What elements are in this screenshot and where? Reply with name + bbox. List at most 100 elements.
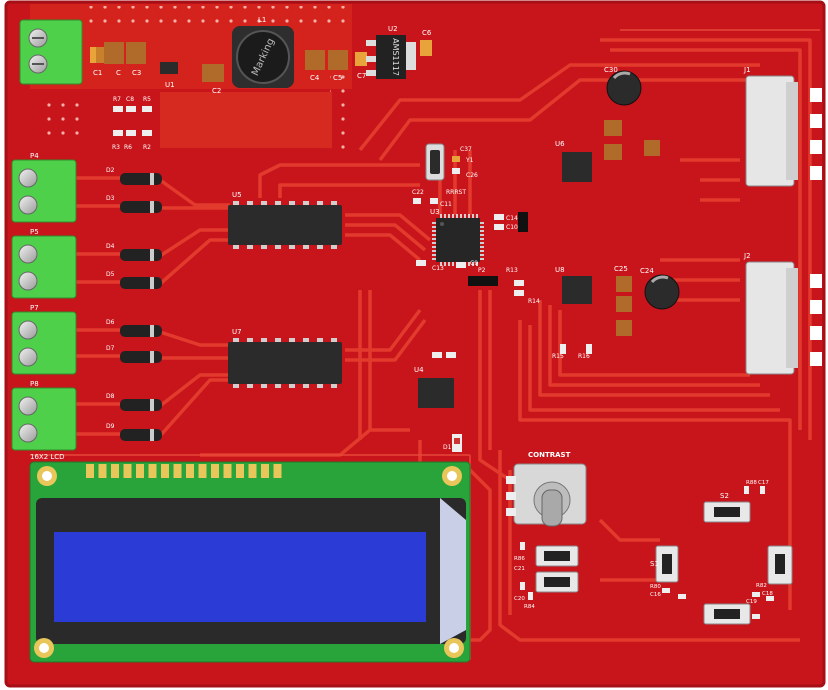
ic-pin [456,214,458,218]
ic-pin [440,214,442,218]
ic-pin [247,338,253,342]
ic-pin [317,338,323,342]
c-label: C [116,69,121,77]
ic-pin [432,254,436,256]
d1-label: D1 [443,444,452,451]
c10-label: C10 [506,224,518,231]
s1-label: S1 [650,560,659,568]
lcd-pin [198,464,207,478]
l1-label: L1 [258,16,266,24]
lcd-pin [236,464,244,478]
y1-label: Y1 [465,157,474,164]
r14-label: R14 [528,298,540,305]
r86-label: R86 [514,556,525,562]
u4-label: U4 [414,366,424,374]
button-s5[interactable] [535,545,579,567]
lcd-pin [173,464,182,478]
lcd-pin [248,464,257,478]
header-p2 [468,276,498,286]
c26-label: C26 [466,172,478,179]
r84-label: R84 [524,604,535,610]
c21-label: C21 [514,566,525,572]
c2-capacitor [202,64,224,82]
ic-pin [432,226,436,228]
c1-label: C1 [93,69,102,77]
p5-label: P5 [30,228,39,236]
ic-pin [331,245,337,249]
c22-label: C22 [412,189,424,196]
d5-label: D5 [106,271,115,278]
c2-label: C2 [212,87,221,95]
ic-pin [452,262,454,266]
ic-pin [247,384,253,388]
ic-pin [317,201,323,205]
r6-label: R6 [124,144,132,151]
ic-pin [247,201,253,205]
ic-pin [275,384,281,388]
d6-label: D6 [106,319,115,326]
ic-pin [331,338,337,342]
amp-capacitors [604,120,660,336]
button-s1[interactable] [655,545,679,583]
ic-pin [233,384,239,388]
r7-label: R7 [113,96,121,103]
ic-u8 [562,276,592,304]
r5-label: R5 [143,96,151,103]
ic-pin [432,246,436,248]
ic-pin [432,242,436,244]
ic-pin [464,214,466,218]
p2-label: P2 [478,267,486,274]
electrolytic-c24 [644,274,680,310]
d2-label: D2 [106,167,115,174]
ic-pin [452,214,454,218]
button-s4[interactable] [703,603,751,625]
ic-pin [480,250,484,252]
c37-label: C37 [460,146,472,153]
r3-label: R3 [112,144,120,151]
d8-label: D8 [106,393,115,400]
button-s6[interactable] [535,571,579,593]
ic-pin [444,214,446,218]
ic-pin [261,384,267,388]
ic-pin [472,262,474,266]
r80-label: R80 [650,584,661,590]
lcd-pin [136,464,144,478]
c6-capacitor [420,40,432,56]
button-s3[interactable] [767,545,793,585]
ic-pin [440,262,442,266]
ic-pin [233,245,239,249]
lcd-label: 16X2 LCD [30,453,65,461]
c20-label: C20 [514,596,525,602]
ic-pin [233,338,239,342]
c25-label: C25 [614,265,628,273]
c14-label: C14 [506,215,518,222]
ic-pin [432,238,436,240]
c19-label: C19 [746,599,757,605]
ic-pin [289,245,295,249]
ic-pin [480,242,484,244]
ic-pin [432,234,436,236]
ic-pin [480,230,484,232]
crystal-y1 [425,143,445,181]
ic-pin [289,338,295,342]
lcd-pin [98,464,107,478]
lcd-pin [261,464,269,478]
u8-label: U8 [555,266,565,274]
ic-pin [275,338,281,342]
d4-label: D4 [106,243,115,250]
button-s2[interactable] [703,501,751,523]
terminal-block-p4 [11,159,77,223]
u6-label: U6 [555,140,565,148]
led-d1 [452,434,462,452]
c6-label: C6 [422,29,432,37]
u1-label: U1 [165,81,175,89]
lcd-pin [148,464,157,478]
c3-label: C3 [132,69,141,77]
c16-label: C16 [650,592,661,598]
r15-label: R15 [552,353,564,360]
lcd-pin [273,464,282,478]
lcd-pin [123,464,132,478]
contrast-potentiometer[interactable] [506,463,587,527]
ic-pin [303,338,309,342]
lcd-pin [161,464,169,478]
